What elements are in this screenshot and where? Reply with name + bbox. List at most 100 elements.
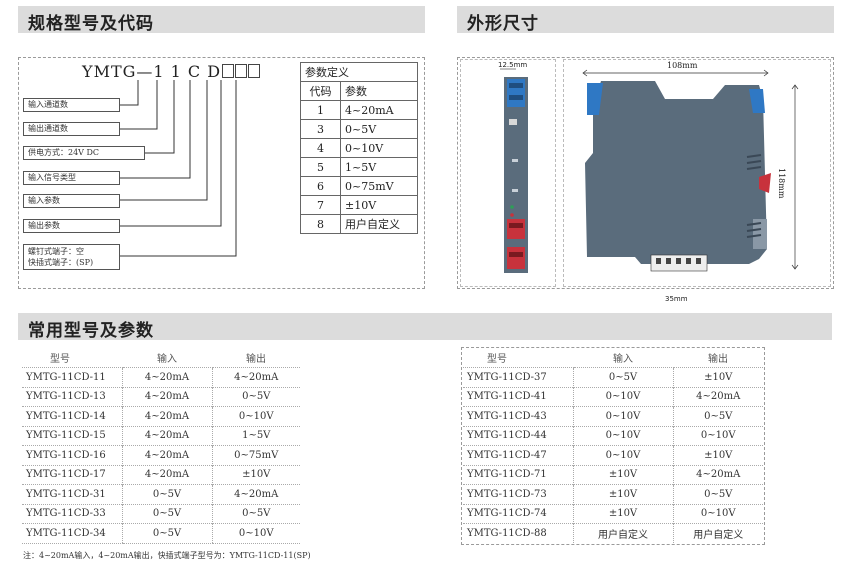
common-section-title: 常用型号及参数 xyxy=(28,321,154,341)
input-cell: ±10V xyxy=(572,464,673,485)
param-code: 4 xyxy=(300,138,341,158)
input-cell: 0~5V xyxy=(121,523,212,544)
output-cell: ±10V xyxy=(672,445,763,465)
code-slot-box xyxy=(235,64,248,78)
model-cell: YMTG-11CD-14 xyxy=(22,406,122,426)
param-value: 1~5V xyxy=(340,157,418,177)
input-cell: 0~5V xyxy=(121,484,212,504)
input-cell: 4~20mA xyxy=(121,406,212,426)
spec-area xyxy=(18,57,425,289)
model-cell: YMTG-11CD-34 xyxy=(22,523,122,544)
output-cell: 0~10V xyxy=(672,425,763,446)
model-cell: YMTG-11CD-11 xyxy=(22,367,122,387)
output-cell: 0~10V xyxy=(211,406,300,426)
output-cell: 0~75mV xyxy=(211,445,300,465)
param-value: 0~75mV xyxy=(340,176,418,196)
header-model: 型号 xyxy=(487,354,507,365)
output-cell: 4~20mA xyxy=(672,464,763,485)
param-value: 用户自定义 xyxy=(340,214,418,234)
input-cell: 4~20mA xyxy=(121,464,212,485)
model-cell: YMTG-11CD-41 xyxy=(463,386,573,407)
output-cell: ±10V xyxy=(672,367,763,387)
output-cell: 4~20mA xyxy=(211,367,300,387)
input-cell: 4~20mA xyxy=(121,367,212,387)
output-cell: 0~5V xyxy=(672,406,763,426)
output-cell: 用户自定义 xyxy=(672,523,763,543)
param-code: 7 xyxy=(300,195,341,215)
param-header-param: 参数 xyxy=(340,81,418,101)
height-dimension-label: 118mm xyxy=(777,168,786,199)
output-cell: 0~5V xyxy=(211,503,300,524)
header-model: 型号 xyxy=(50,354,70,365)
input-cell: 0~10V xyxy=(572,425,673,446)
code-slot-box xyxy=(248,64,261,78)
header-input: 输入 xyxy=(157,354,177,365)
model-cell: YMTG-11CD-47 xyxy=(463,445,573,465)
input-cell: 0~5V xyxy=(121,503,212,524)
model-cell: YMTG-11CD-44 xyxy=(463,425,573,446)
table-header: 型号 输入 输出 xyxy=(22,348,300,368)
model-cell: YMTG-11CD-88 xyxy=(463,523,573,543)
param-code: 3 xyxy=(300,119,341,139)
model-cell: YMTG-11CD-71 xyxy=(463,464,573,485)
model-cell: YMTG-11CD-33 xyxy=(22,503,122,524)
output-cell: 1~5V xyxy=(211,425,300,446)
output-cell: 0~10V xyxy=(211,523,300,544)
footnote: 注：4~20mA输入，4~20mA输出，快插式端子型号为：YMTG-11CD-1… xyxy=(23,551,311,560)
side-view-drawing xyxy=(582,69,799,272)
param-code: 8 xyxy=(300,214,341,234)
input-cell: 4~20mA xyxy=(121,425,212,446)
output-cell: 4~20mA xyxy=(672,386,763,407)
right-table-frame xyxy=(461,347,765,545)
param-code: 1 xyxy=(300,100,341,120)
input-cell: ±10V xyxy=(572,484,673,504)
output-cell: 0~10V xyxy=(672,503,763,524)
output-cell: 4~20mA xyxy=(211,484,300,504)
spec-section-bar: 规格型号及代码 xyxy=(18,6,425,34)
label-output-param: 输出参数 xyxy=(23,219,120,233)
dimension-section-bar: 外形尺寸 xyxy=(457,6,834,34)
output-cell: 0~5V xyxy=(211,386,300,407)
output-cell: ±10V xyxy=(211,464,300,485)
param-header-code: 代码 xyxy=(300,81,341,101)
terminal-label-line1: 螺钉式端子：空 xyxy=(28,247,84,256)
model-cell: YMTG-11CD-16 xyxy=(22,445,122,465)
table-header: 型号 输入 输出 xyxy=(463,348,763,368)
model-cell: YMTG-11CD-31 xyxy=(22,484,122,504)
input-cell: 0~10V xyxy=(572,445,673,465)
input-cell: ±10V xyxy=(572,503,673,524)
param-value: 4~20mA xyxy=(340,100,418,120)
model-cell: YMTG-11CD-17 xyxy=(22,464,122,485)
label-input-channels: 输入通道数 xyxy=(23,98,120,112)
header-output: 输出 xyxy=(708,354,728,365)
label-input-signal-type: 输入信号类型 xyxy=(23,171,120,185)
input-cell: 4~20mA xyxy=(121,386,212,407)
model-code-text: YMTG—1 1 C D xyxy=(82,62,222,81)
header-input: 输入 xyxy=(613,354,633,365)
code-slot-box xyxy=(222,64,235,78)
output-cell: 0~5V xyxy=(672,484,763,504)
spec-section-title: 规格型号及代码 xyxy=(28,14,154,34)
label-power-supply: 供电方式：24V DC xyxy=(23,146,145,160)
label-terminal-type: 螺钉式端子：空 快插式端子：(SP) xyxy=(23,244,120,270)
param-value: 0~5V xyxy=(340,119,418,139)
param-row: 7±10V xyxy=(300,195,418,215)
